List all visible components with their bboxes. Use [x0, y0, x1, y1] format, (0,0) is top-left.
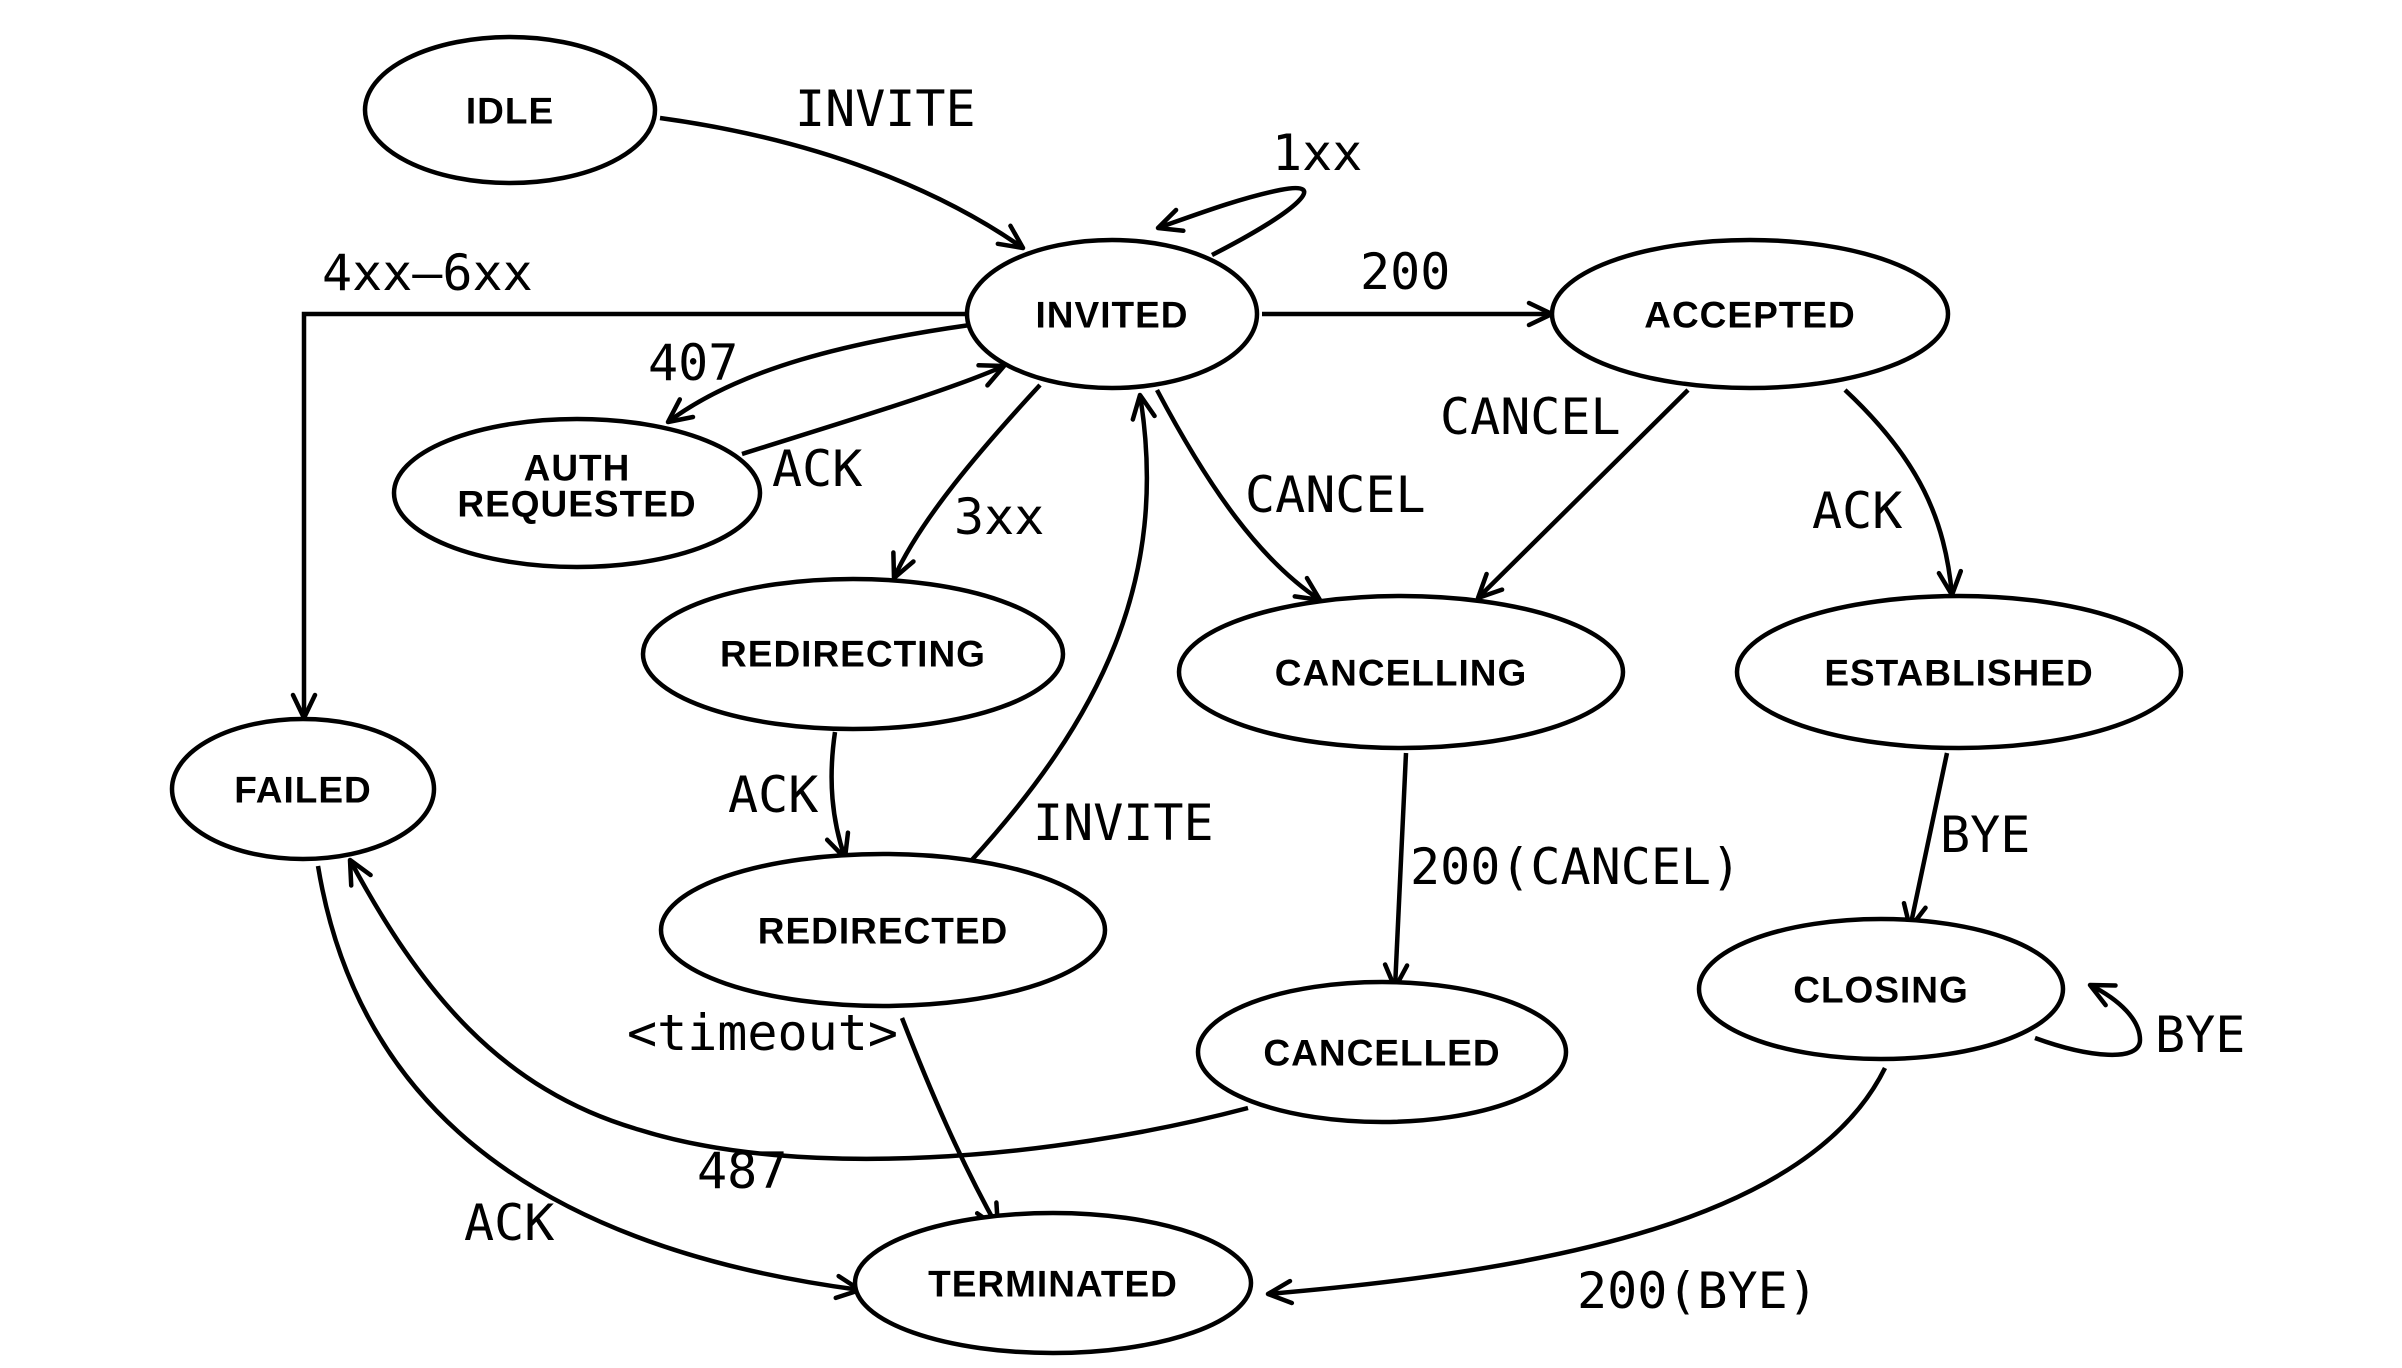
state-auth-requested-label-line2: REQUESTED [457, 484, 696, 525]
state-invited-label: INVITED [1036, 295, 1189, 336]
edge-label-invited-redirecting: 3xx [954, 488, 1044, 546]
edge-label-accepted-established: ACK [1812, 482, 1902, 540]
state-idle-label: IDLE [466, 91, 554, 132]
state-cancelling: CANCELLING [1176, 593, 1626, 751]
edge-invited-to-redirecting [891, 383, 1042, 581]
edge-auth-requested-to-invited [741, 363, 1007, 457]
state-cancelling-label: CANCELLING [1275, 653, 1528, 694]
state-redirected-label: REDIRECTED [758, 911, 1009, 952]
state-closing-label: CLOSING [1793, 970, 1969, 1011]
edge-label-auth-invited: ACK [772, 440, 862, 498]
edge-invited-to-cancelling [1155, 388, 1323, 603]
edge-label-redirected-terminated: <timeout> [627, 1004, 898, 1062]
state-established: ESTABLISHED [1734, 593, 2184, 751]
state-cancelled-label: CANCELLED [1263, 1033, 1500, 1074]
edge-label-accepted-cancelling: CANCEL [1440, 388, 1621, 446]
edge-closing-self-loop [2034, 982, 2143, 1057]
edge-label-invited-failed: 4xx–6xx [322, 244, 533, 302]
edge-failed-to-terminated [315, 865, 863, 1301]
edge-label-invited-accepted: 200 [1360, 243, 1450, 301]
edge-label-invited-auth: 407 [648, 334, 738, 392]
edge-label-established-closing: BYE [1940, 806, 2030, 864]
state-auth-requested-label-line1: AUTH [524, 448, 631, 489]
state-redirecting: REDIRECTING [640, 576, 1066, 732]
edge-idle-to-invited [659, 115, 1026, 251]
edge-accepted-to-established [1843, 388, 1964, 598]
edge-established-to-closing [1901, 752, 1950, 931]
edge-invited-self-loop [1155, 185, 1307, 258]
state-terminated-label: TERMINATED [928, 1264, 1178, 1305]
state-established-label: ESTABLISHED [1824, 653, 2093, 694]
state-auth-requested: AUTH REQUESTED [391, 416, 763, 570]
state-terminated: TERMINATED [852, 1210, 1254, 1356]
state-cancelled: CANCELLED [1195, 979, 1569, 1125]
state-redirected: REDIRECTED [658, 851, 1108, 1009]
edge-cancelling-to-cancelled [1382, 752, 1410, 991]
edge-redirected-to-invited [968, 392, 1157, 864]
state-redirecting-label: REDIRECTING [720, 634, 986, 675]
edge-label-closing-self: BYE [2155, 1006, 2245, 1064]
state-accepted: ACCEPTED [1549, 237, 1951, 391]
edge-label-redirected-invited: INVITE [1033, 794, 1214, 852]
state-accepted-label: ACCEPTED [1644, 295, 1856, 336]
edge-cancelled-to-failed [347, 857, 1249, 1162]
edge-invited-to-failed [290, 311, 973, 721]
state-closing: CLOSING [1696, 916, 2066, 1062]
edge-closing-to-terminated [1265, 1067, 1888, 1306]
edge-label-idle-invited: INVITE [795, 80, 976, 138]
edge-label-invited-self: 1xx [1272, 124, 1362, 182]
edge-label-redirecting-redirected: ACK [728, 766, 818, 824]
edge-accepted-to-cancelling [1475, 388, 1690, 601]
edge-label-invited-cancelling: CANCEL [1245, 466, 1426, 524]
state-failed-label: FAILED [234, 770, 372, 811]
edge-redirected-to-terminated [899, 1017, 1001, 1231]
state-invited: INVITED [964, 237, 1260, 391]
state-failed: FAILED [169, 716, 437, 862]
state-idle: IDLE [362, 34, 658, 186]
edge-redirecting-to-redirected [824, 731, 851, 861]
edge-invited-to-auth-requested [665, 322, 971, 425]
edge-label-closing-terminated: 200(BYE) [1577, 1262, 1818, 1320]
edge-label-failed-terminated: ACK [464, 1194, 554, 1252]
edge-label-cancelled-failed: 487 [697, 1142, 787, 1200]
edge-label-cancelling-cancelled: 200(CANCEL) [1410, 838, 1741, 896]
